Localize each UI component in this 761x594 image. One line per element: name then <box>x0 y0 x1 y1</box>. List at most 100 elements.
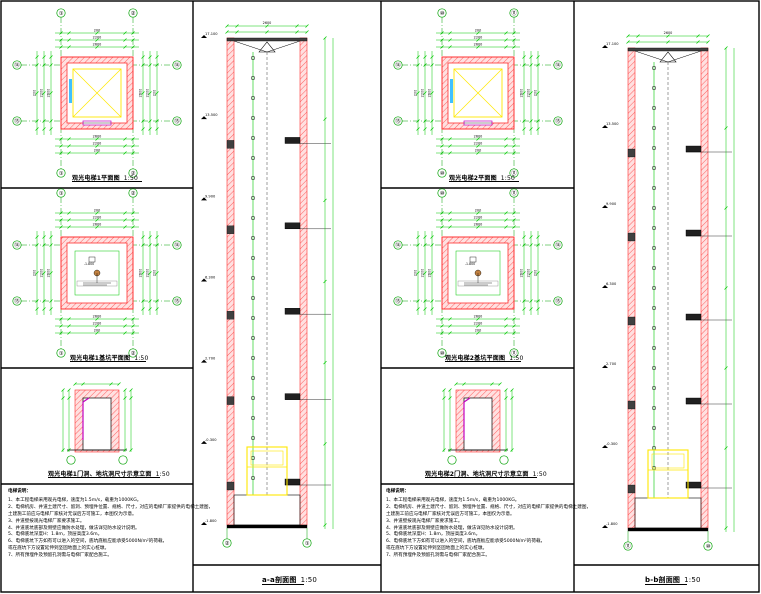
line-work <box>323 117 327 121</box>
note-line: 2、电梯机房、井道土建尺寸、留洞、预埋件位置、规格、尺寸，对应的电梯厂家提供的电… <box>386 504 592 510</box>
line-work <box>430 307 434 311</box>
line-work <box>448 137 452 141</box>
axis-bubble <box>393 240 403 250</box>
rail-bracket <box>651 345 657 351</box>
pit-box <box>469 256 477 263</box>
line-work <box>706 40 710 44</box>
axis-bubble <box>172 240 182 250</box>
line-work <box>476 151 480 155</box>
glass-panel <box>69 79 72 103</box>
dim-text: 2600 <box>93 223 102 227</box>
axis-bubble <box>128 168 138 178</box>
wall-beam <box>627 400 636 410</box>
dim-text: 2200 <box>40 89 44 98</box>
axis-bubble <box>393 60 403 70</box>
line-work <box>265 30 269 34</box>
note-line: 6、电梯底坑下方如有可以进入的空间，底坑底板应能承受5000N/m²的荷载， <box>386 539 546 545</box>
rail-bracket <box>250 75 256 81</box>
line-work <box>155 127 159 131</box>
wall-beam <box>226 140 235 149</box>
line-work <box>95 31 99 35</box>
line-work <box>61 396 65 400</box>
glass-panel <box>450 79 453 103</box>
dim-text: 2600 <box>47 89 51 98</box>
dim-text: 200 <box>414 270 418 276</box>
rail-bracket <box>651 145 657 151</box>
hoist-hook <box>258 41 276 53</box>
line-work <box>522 307 526 311</box>
level-text: 9.900 <box>205 194 216 198</box>
line-work <box>155 235 159 239</box>
line-work <box>67 396 71 400</box>
level-marker <box>602 45 608 48</box>
line-work <box>529 127 533 131</box>
rail-bracket <box>651 385 657 391</box>
dim-text: 200 <box>153 90 157 96</box>
line-work <box>67 144 71 148</box>
line-work <box>155 271 159 275</box>
line-work <box>155 307 159 311</box>
line-work <box>448 144 452 148</box>
line-work <box>123 218 127 222</box>
note-line: 4、井道底坑底部及侧壁应做防水处理，做法详见防水设计说明。 <box>386 525 518 531</box>
note-line: 或在底坑下方设置延伸到坚固地面上的实心桩墩。 <box>8 546 110 552</box>
line-work <box>504 317 508 321</box>
line-work <box>265 24 269 28</box>
dim-text: 2200 <box>40 269 44 278</box>
rail-bracket <box>250 255 256 261</box>
level-marker <box>201 278 207 282</box>
level-text: -0.300 <box>606 442 618 446</box>
dim-text: 2200 <box>474 36 483 40</box>
line-work <box>522 55 526 59</box>
line-work <box>448 45 452 49</box>
note-line: 4、井道底坑底部及侧壁应做防水处理，做法详见防水设计说明。 <box>8 525 140 531</box>
line-work <box>462 382 466 386</box>
line-work <box>423 91 427 95</box>
line-work <box>35 307 39 311</box>
line-work <box>123 144 127 148</box>
line-work <box>323 279 327 284</box>
axis-label: ⑭ <box>174 61 180 69</box>
axis-label: ⑩ <box>440 190 445 197</box>
line-work <box>724 286 728 290</box>
axis-label: ⑪ <box>511 169 517 177</box>
line-work <box>95 331 99 335</box>
line-work <box>442 448 446 452</box>
line-work <box>35 271 39 275</box>
floor-slab <box>284 222 301 230</box>
axis-label: ⑪ <box>511 9 517 17</box>
line-work <box>49 91 53 95</box>
line-work <box>129 448 133 452</box>
line-work <box>626 40 630 44</box>
level-text: 13.500 <box>606 122 619 126</box>
line-work <box>416 307 420 311</box>
line-work <box>95 218 99 222</box>
dim-text: 2600 <box>93 43 102 47</box>
axis-bubble <box>118 455 128 465</box>
line-work <box>724 446 728 450</box>
line-work <box>141 235 145 239</box>
line-work <box>504 144 508 148</box>
line-work <box>504 137 508 141</box>
wall-beam <box>226 225 235 234</box>
line-work <box>225 24 229 28</box>
line-work <box>442 396 446 400</box>
axis-label: ⑭ <box>555 61 561 69</box>
line-work <box>634 50 669 63</box>
line-work <box>95 225 99 229</box>
door-opening <box>463 397 493 451</box>
dim-text: 2600 <box>474 43 483 47</box>
line-work <box>504 331 508 335</box>
axis-label: ① <box>59 11 64 17</box>
dim-text: 2600 <box>520 89 524 98</box>
line-work <box>476 211 480 215</box>
line-work <box>305 30 309 34</box>
dim-text: 2600 <box>428 269 432 278</box>
axis-bubble <box>12 116 22 126</box>
line-work <box>73 382 77 386</box>
wall-beam <box>627 484 636 494</box>
note-line: 2、电梯机房、井道土建尺寸、留洞、预埋件位置、规格、尺寸，对应的电梯厂家提供的电… <box>8 504 214 510</box>
rail-bracket <box>651 245 657 251</box>
